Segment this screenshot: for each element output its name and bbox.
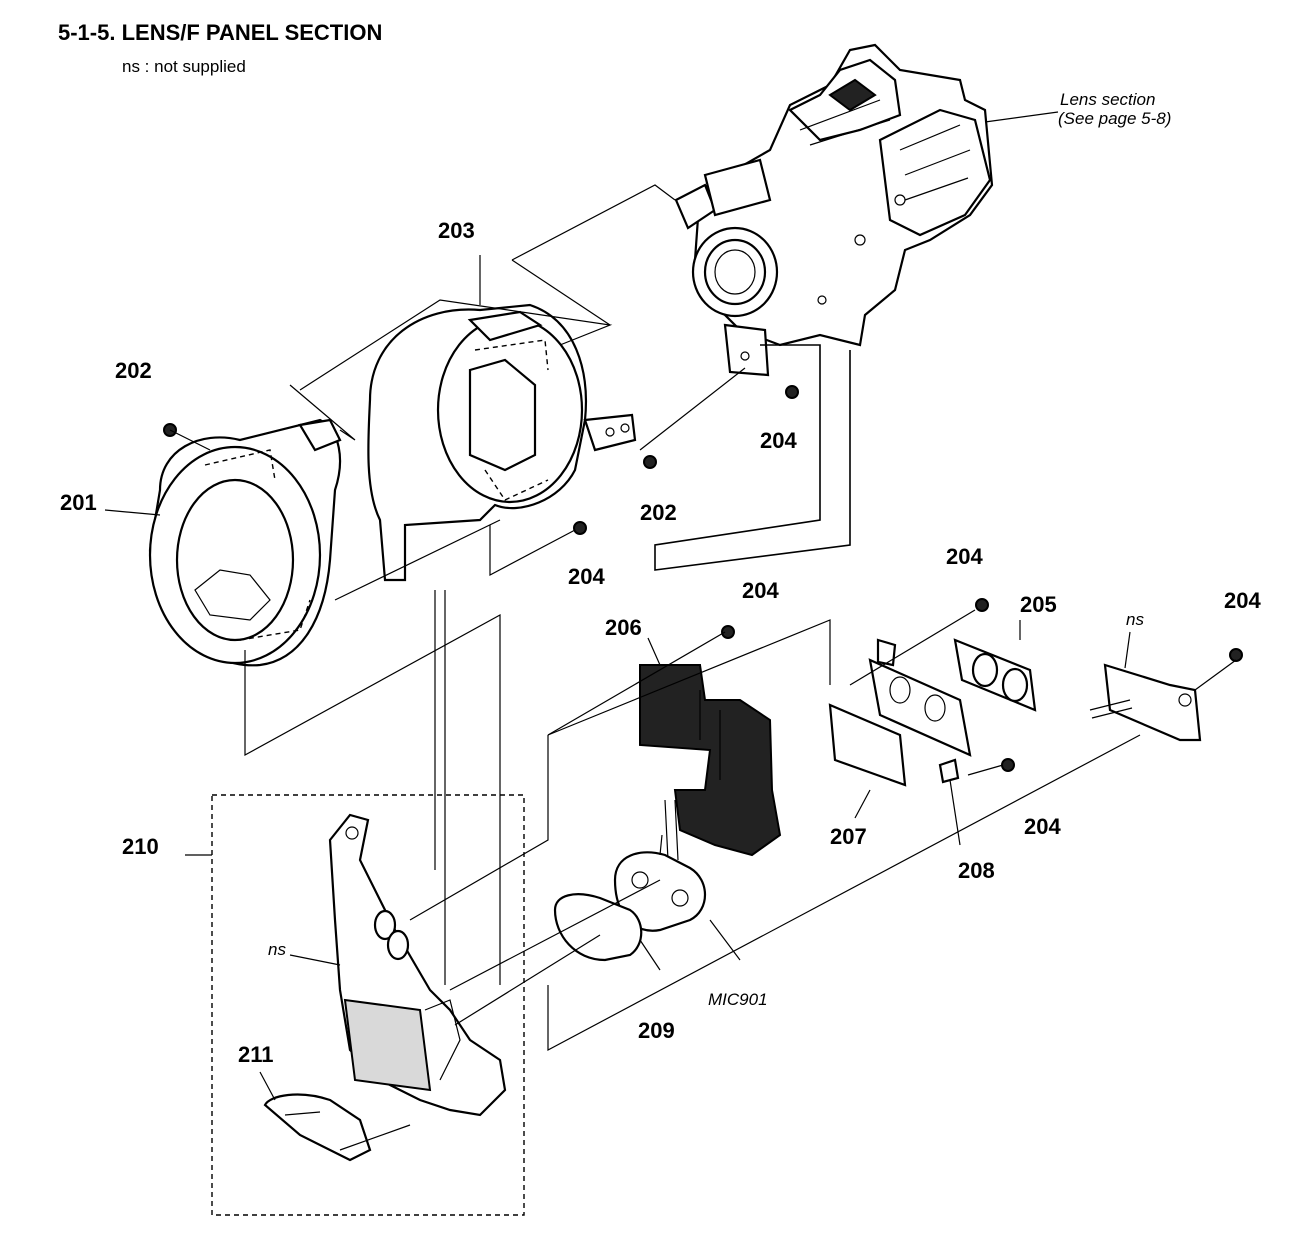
- screw-204-right: [1229, 648, 1243, 662]
- part-209-mic-cushion: [553, 893, 643, 962]
- label-202-left: 202: [115, 358, 152, 383]
- label-204-plate-top: 204: [946, 544, 983, 569]
- screw-204-board: [721, 625, 735, 639]
- label-201: 201: [60, 490, 97, 515]
- part-right-switch-unit: [1089, 663, 1202, 742]
- label-204-board: 204: [742, 578, 779, 603]
- label-203: 203: [438, 218, 475, 243]
- label-207: 207: [830, 824, 867, 849]
- label-205: 205: [1020, 592, 1057, 617]
- label-204-center: 204: [568, 564, 605, 589]
- section-title: 5-1-5. LENS/F PANEL SECTION: [58, 20, 382, 45]
- part-210-front-panel: [328, 813, 507, 1117]
- screw-204-lens: [785, 385, 799, 399]
- lens-section-assembly: [654, 43, 1059, 571]
- label-202-center: 202: [640, 500, 677, 525]
- part-207-cushion: [828, 703, 907, 787]
- not-supplied-note: ns : not supplied: [122, 57, 246, 76]
- part-210-boundary: [211, 794, 525, 1216]
- screw-204-plate-top: [975, 598, 989, 612]
- lens-section-page-ref: (See page 5-8): [1058, 109, 1171, 128]
- label-206: 206: [605, 615, 642, 640]
- ns-label-bottom: ns: [268, 940, 286, 959]
- part-203-ring-bracket: [367, 303, 637, 582]
- assembly-lines: [104, 184, 1237, 1151]
- part-208-stopper: [938, 758, 960, 784]
- part-211-cover: [263, 1093, 372, 1162]
- part-206-circuit-board: [639, 664, 782, 861]
- part-bracket-plate: [868, 638, 972, 757]
- label-211: 211: [238, 1042, 274, 1067]
- label-210: 210: [122, 834, 159, 859]
- label-208: 208: [958, 858, 995, 883]
- label-204-lens: 204: [760, 428, 797, 453]
- part-201-front-hood: [148, 418, 342, 667]
- label-204-plate-bottom: 204: [1024, 814, 1061, 839]
- label-204-right: 204: [1224, 588, 1261, 613]
- label-209: 209: [638, 1018, 675, 1043]
- screw-202-center: [643, 455, 657, 469]
- lens-section-label: Lens section: [1060, 90, 1155, 109]
- mic901-label: MIC901: [708, 990, 768, 1009]
- part-205-plate: [953, 638, 1037, 712]
- screw-204-center: [573, 521, 587, 535]
- screw-204-plate-bottom: [1001, 758, 1015, 772]
- ns-label-top: ns: [1126, 610, 1144, 629]
